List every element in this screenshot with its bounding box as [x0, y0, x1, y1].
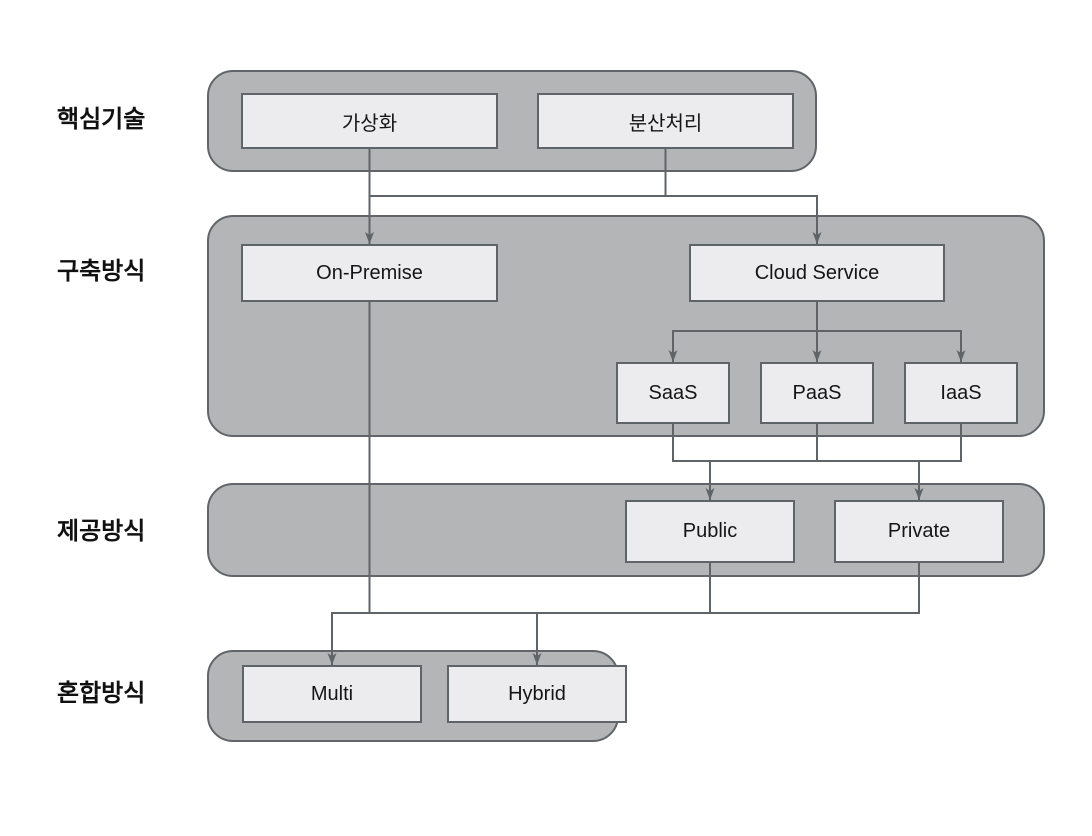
node-private: Private	[834, 500, 1004, 563]
node-hybrid-node: Hybrid	[447, 665, 627, 723]
node-iaas: IaaS	[904, 362, 1018, 424]
row-label-deployment: 구축방식	[57, 258, 146, 285]
node-on-premise: On-Premise	[241, 244, 498, 302]
node-multi: Multi	[242, 665, 422, 723]
node-virtualization: 가상화	[241, 93, 498, 149]
row-label-provision: 제공방식	[57, 518, 146, 545]
node-public: Public	[625, 500, 795, 563]
row-label-hybrid: 혼합방식	[57, 680, 146, 707]
node-paas: PaaS	[760, 362, 874, 424]
node-saas: SaaS	[616, 362, 730, 424]
node-cloud-service: Cloud Service	[689, 244, 945, 302]
node-distributed-processing: 분산처리	[537, 93, 794, 149]
row-label-core-tech: 핵심기술	[57, 106, 146, 133]
